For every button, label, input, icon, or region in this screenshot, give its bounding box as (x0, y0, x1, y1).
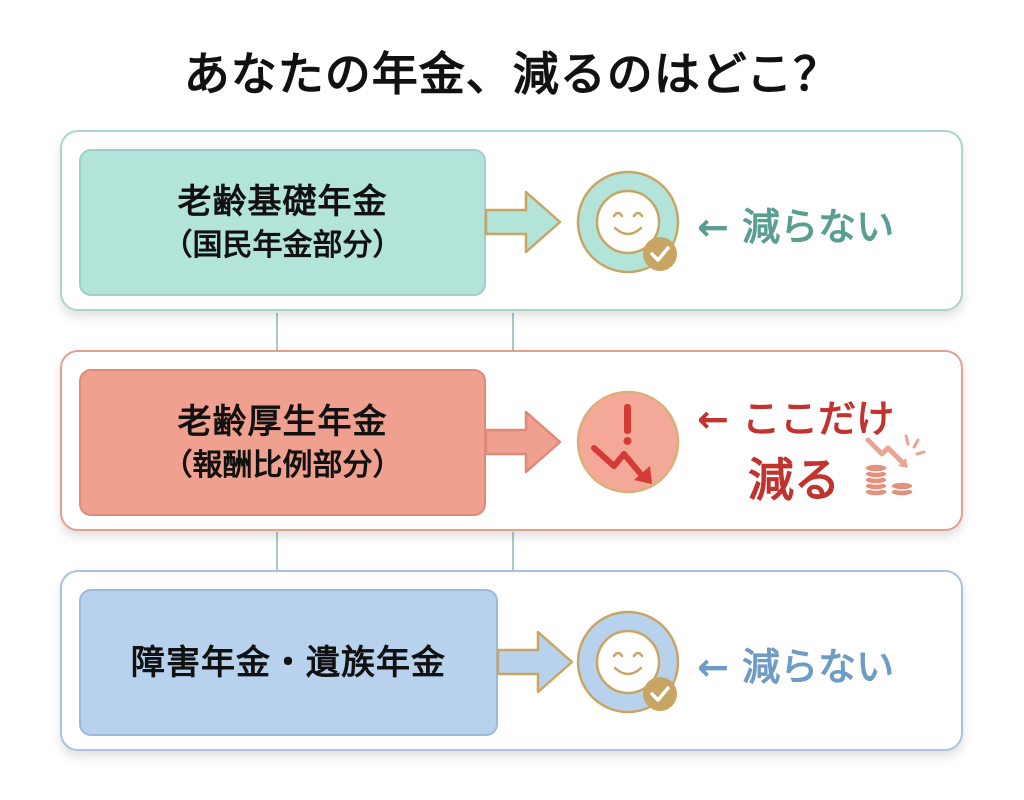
smile-check-icon (576, 170, 680, 274)
panel-employee-pension: 老齢厚生年金 （報酬比例部分） ← ここだけ 減る (60, 350, 963, 531)
status-reduced: 減る (748, 453, 840, 507)
connector-line (276, 313, 278, 351)
status-not-reduced: ← 減らない (697, 205, 895, 249)
label-main: 老齢基礎年金 (177, 181, 388, 222)
connector-line (512, 532, 514, 572)
status-only-here: ← ここだけ (697, 397, 895, 441)
connector-line (512, 313, 514, 351)
warning-downtrend-icon (576, 390, 680, 494)
label-sub: （報酬比例部分） (162, 447, 403, 483)
arrow-right-icon (484, 190, 562, 254)
arrow-right-icon (484, 410, 562, 474)
label-box-basic-pension: 老齢基礎年金 （国民年金部分） (79, 149, 486, 296)
label-sub: （国民年金部分） (162, 227, 403, 263)
panel-basic-pension: 老齢基礎年金 （国民年金部分） ← 減らない (60, 130, 963, 311)
smile-check-icon (576, 610, 680, 714)
label-main: 障害年金・遺族年金 (131, 642, 446, 683)
label-box-disability-survivor-pension: 障害年金・遺族年金 (79, 589, 498, 736)
connector-line (276, 532, 278, 572)
arrow-right-icon (496, 630, 574, 694)
panel-disability-survivor-pension: 障害年金・遺族年金 ← 減らない (60, 570, 963, 751)
page-title: あなたの年金、減るのはどこ？ (183, 47, 841, 101)
status-not-reduced: ← 減らない (697, 645, 895, 689)
coins-decrease-icon (864, 434, 926, 497)
label-main: 老齢厚生年金 (177, 401, 388, 442)
label-box-employee-pension: 老齢厚生年金 （報酬比例部分） (79, 369, 486, 516)
